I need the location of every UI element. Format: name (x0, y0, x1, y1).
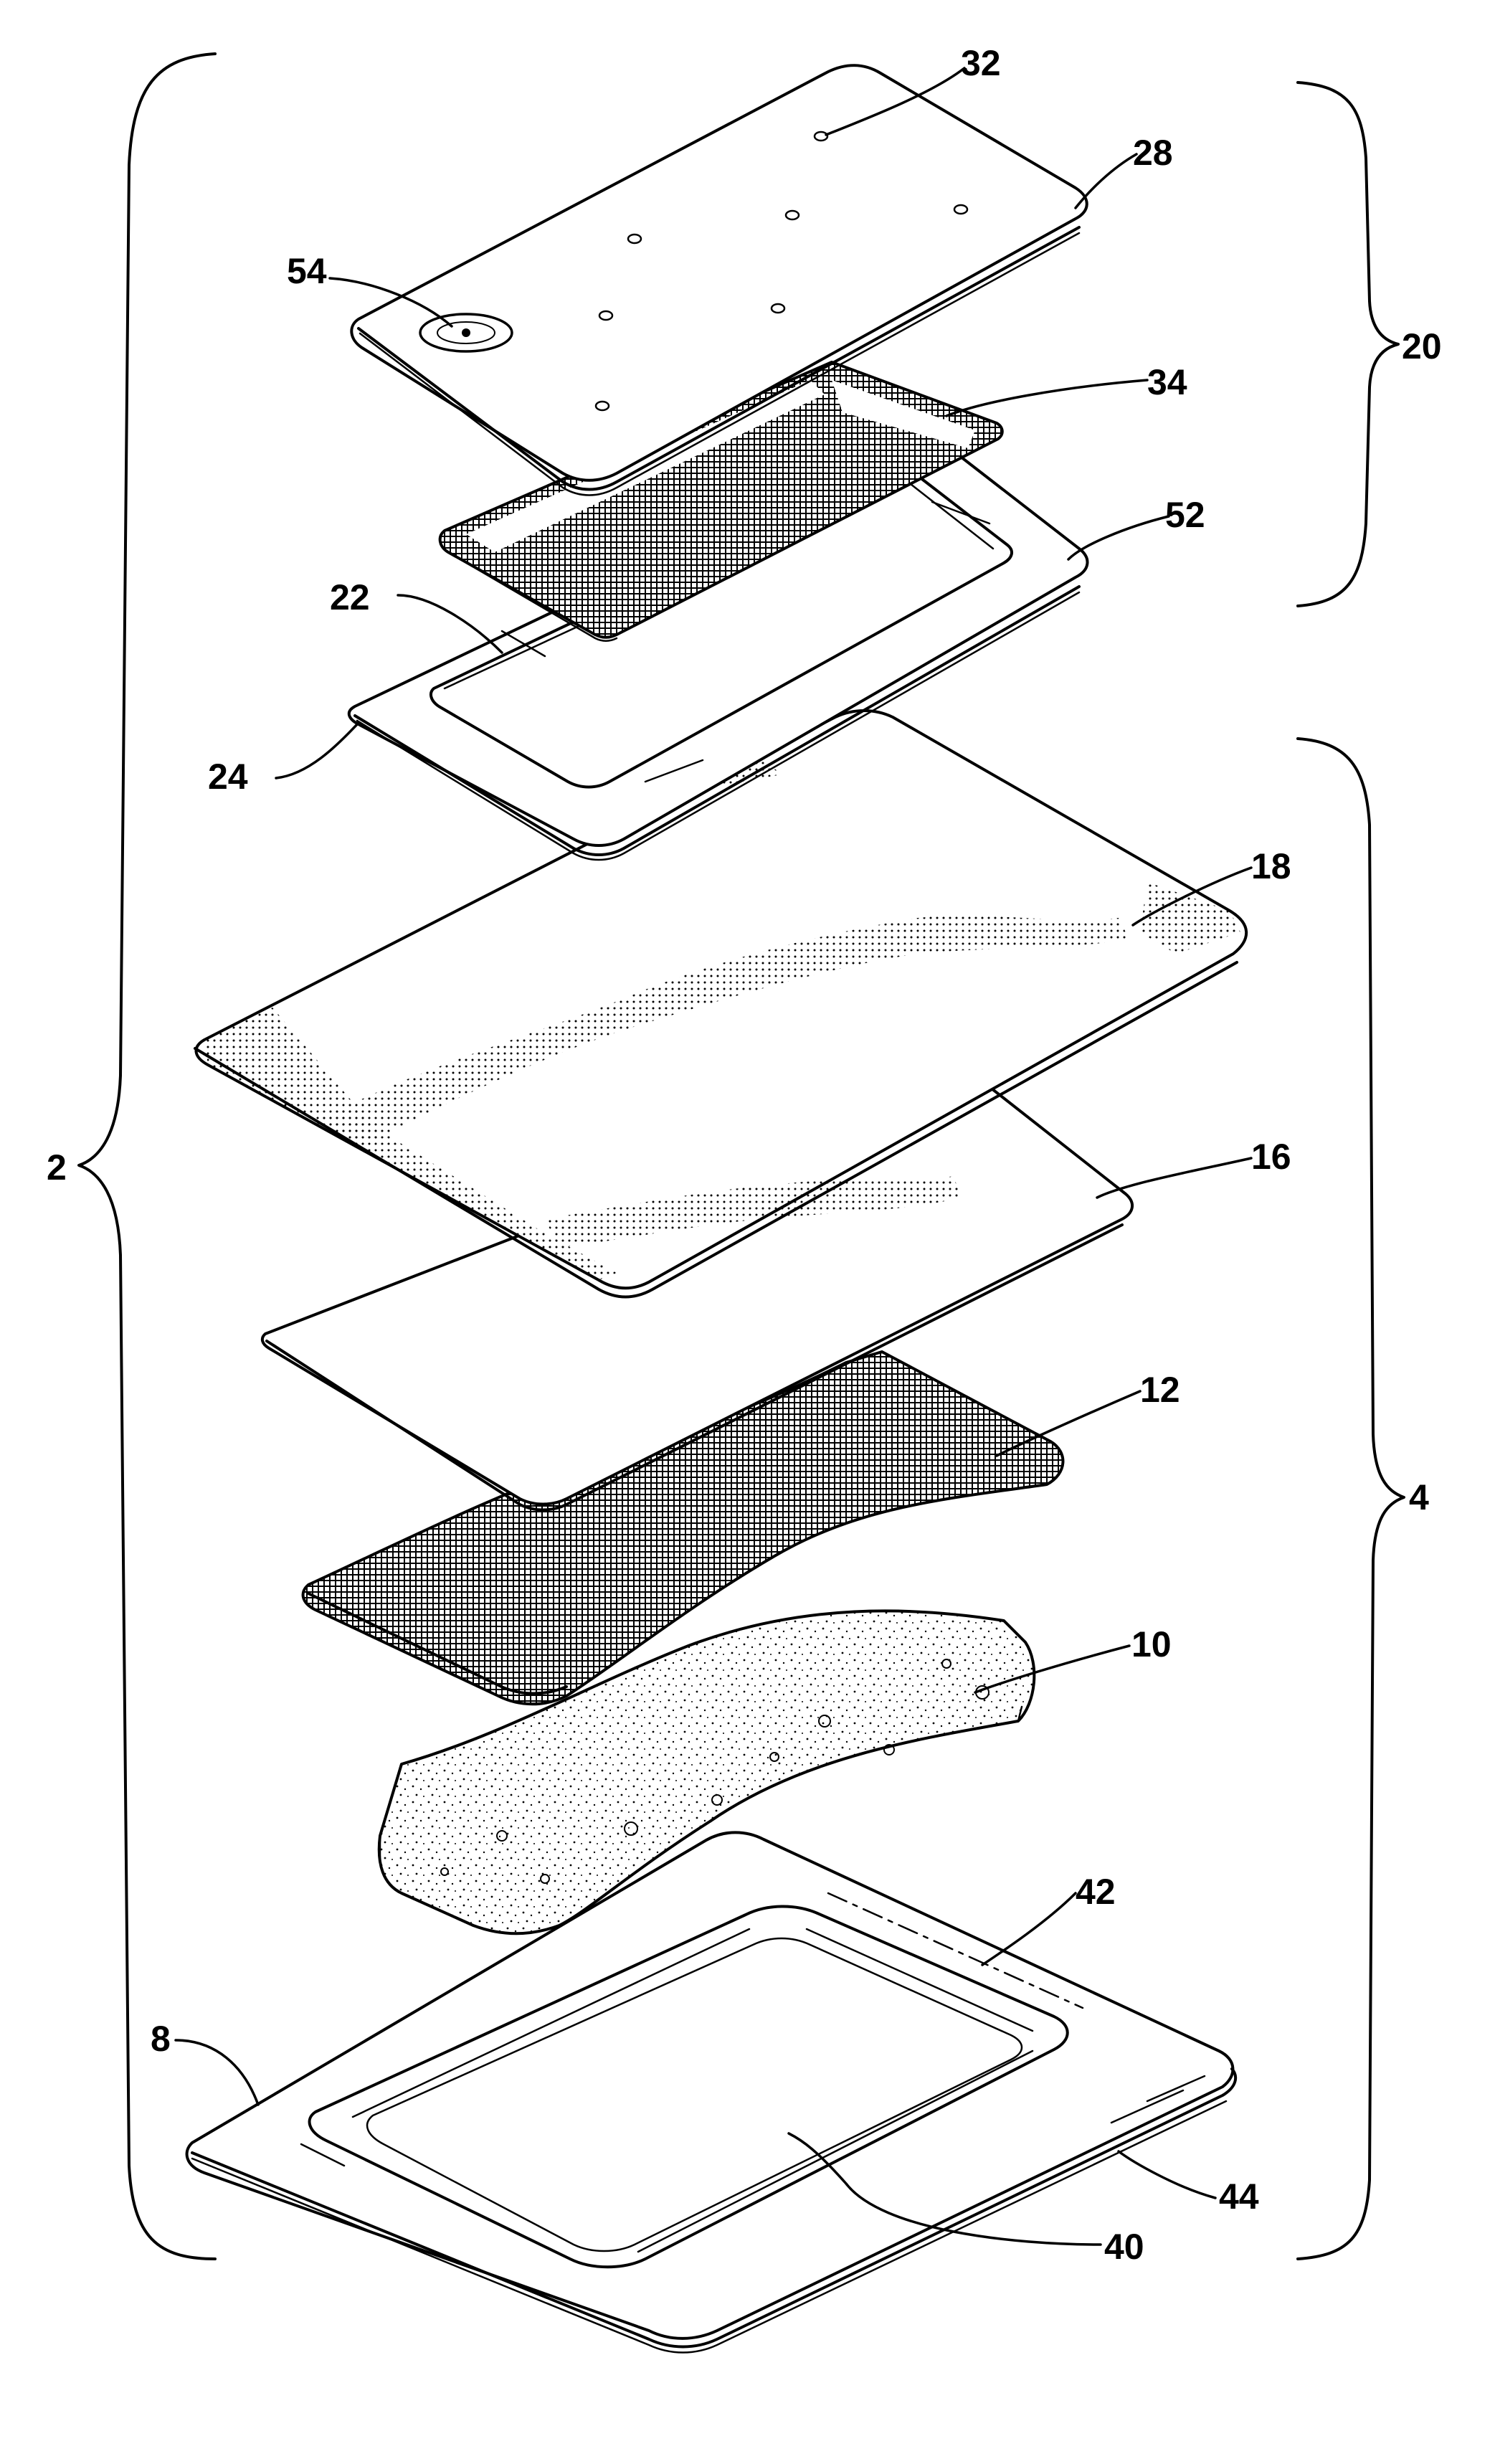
ref-52: 52 (1165, 495, 1205, 535)
ref-20: 20 (1402, 326, 1442, 366)
ref-34: 34 (1147, 362, 1187, 402)
ref-22: 22 (330, 577, 370, 617)
brace-2 (79, 54, 215, 2259)
ref-8: 8 (151, 2019, 171, 2059)
ref-54: 54 (287, 251, 327, 291)
ref-16: 16 (1251, 1137, 1291, 1177)
ref-24: 24 (208, 757, 248, 797)
ref-42: 42 (1076, 1872, 1116, 1912)
ref-4: 4 (1409, 1477, 1429, 1517)
ref-12: 12 (1140, 1370, 1180, 1410)
ref-44: 44 (1219, 2176, 1259, 2217)
brace-4 (1298, 739, 1404, 2259)
ref-2: 2 (47, 1147, 67, 1188)
ref-40: 40 (1104, 2227, 1144, 2267)
ref-32: 32 (961, 43, 1001, 83)
ref-18: 18 (1251, 846, 1291, 886)
ref-28: 28 (1133, 133, 1173, 173)
ref-10: 10 (1131, 1624, 1172, 1664)
brace-20 (1298, 82, 1398, 606)
